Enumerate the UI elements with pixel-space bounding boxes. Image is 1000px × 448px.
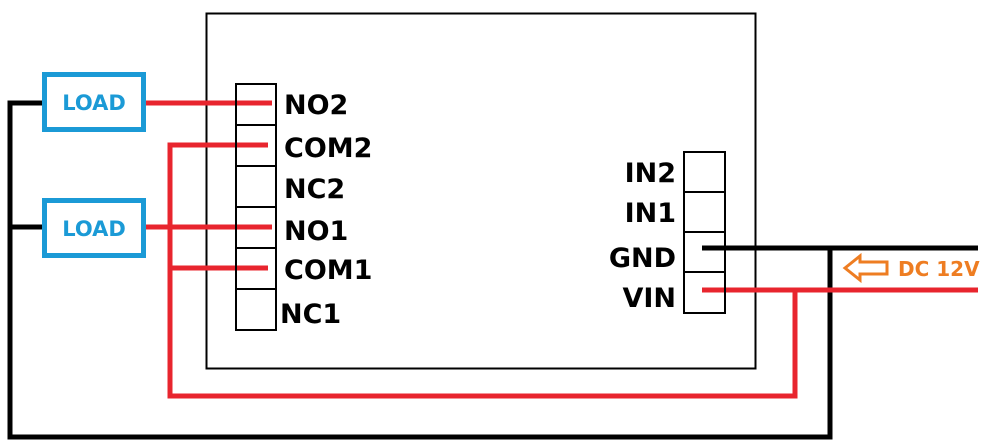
label-nc2: NC2 (284, 174, 345, 205)
load-label-2: LOAD (62, 217, 126, 241)
relay-board (205, 12, 757, 370)
dc-supply-label: DC 12V (898, 257, 980, 281)
terminal-in2 (683, 151, 726, 193)
label-in2: IN2 (625, 158, 676, 189)
input-terminal-block (683, 151, 726, 314)
label-no1: NO1 (284, 216, 348, 247)
label-com2: COM2 (284, 133, 372, 164)
terminal-gnd (683, 231, 726, 273)
load-label-1: LOAD (62, 91, 126, 115)
ground-wire-loop (7, 100, 978, 440)
label-in1: IN1 (625, 198, 676, 229)
ground-wires (7, 100, 978, 440)
load-box-2: LOAD (42, 198, 146, 258)
label-com1: COM1 (284, 255, 372, 286)
power-wire-com-loop (167, 142, 978, 399)
label-vin: VIN (622, 283, 676, 314)
power-wires (146, 100, 978, 399)
relay-terminal-block (235, 83, 277, 331)
terminal-nc2 (235, 165, 277, 208)
terminal-nc1 (235, 288, 277, 331)
terminal-vin (683, 271, 726, 314)
label-no2: NO2 (284, 90, 348, 121)
terminal-in1 (683, 191, 726, 233)
load-box-1: LOAD (42, 72, 146, 132)
arrow-left-icon (842, 252, 889, 284)
label-nc1: NC1 (280, 299, 341, 330)
label-gnd: GND (609, 243, 676, 274)
